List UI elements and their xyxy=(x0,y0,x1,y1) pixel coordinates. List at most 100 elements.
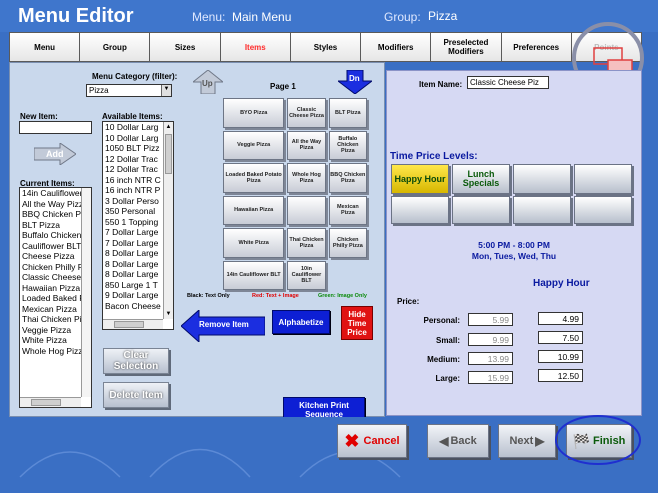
available-item[interactable]: 350 Personal xyxy=(105,206,156,216)
item-tile[interactable]: Buffalo Chicken Pizza xyxy=(328,130,367,160)
available-item[interactable]: 7 Dollar Large xyxy=(105,237,159,248)
level-price-medium[interactable]: 10.99 xyxy=(538,350,583,363)
item-tile[interactable]: BLT Pizza xyxy=(328,98,367,128)
scroll-thumb[interactable] xyxy=(31,399,61,406)
item-tile[interactable]: Loaded Baked Potato Pizza xyxy=(223,163,285,193)
chevron-down-icon[interactable]: ▼ xyxy=(161,85,171,96)
item-tile[interactable]: Chicken Philly Pizza xyxy=(328,228,367,258)
back-button[interactable]: ◀ Back xyxy=(427,424,489,458)
level-empty-button[interactable] xyxy=(574,164,632,194)
tab-sizes[interactable]: Sizes xyxy=(149,32,220,62)
current-item[interactable]: Cauliflower BLT xyxy=(22,240,81,251)
current-item[interactable]: 14in Cauliflower B xyxy=(22,188,81,198)
next-button[interactable]: Next ▶ xyxy=(498,424,556,458)
level-empty-button[interactable] xyxy=(513,164,571,194)
level-price-small[interactable]: 7.50 xyxy=(538,331,583,344)
current-item[interactable]: BLT Pizza xyxy=(22,219,60,230)
tab-modifiers[interactable]: Modifiers xyxy=(360,32,431,62)
hide-time-price-button[interactable]: Hide Time Price xyxy=(341,306,373,340)
remove-item-button[interactable]: Remove Item xyxy=(181,310,265,342)
alphabetize-button[interactable]: Alphabetize xyxy=(272,310,330,334)
level-empty-button[interactable] xyxy=(574,196,632,224)
level-price-large[interactable]: 12.50 xyxy=(538,369,583,382)
current-item[interactable]: Chicken Philly Piz xyxy=(22,261,81,272)
available-item[interactable]: 12 Dollar Trac xyxy=(105,164,158,174)
finish-button[interactable]: 🏁 Finish xyxy=(566,424,632,458)
current-item[interactable]: BBQ Chicken Piz xyxy=(22,209,81,219)
page-down-button[interactable]: Dn xyxy=(338,70,372,94)
available-item[interactable]: Bacon Cheese xyxy=(105,300,161,311)
tab-menu[interactable]: Menu xyxy=(9,32,80,62)
available-item[interactable]: 10 Dollar Larg xyxy=(105,132,159,143)
current-item[interactable]: Classic Cheese P xyxy=(22,272,81,282)
item-tile[interactable]: Veggie Pizza xyxy=(223,130,285,160)
available-item[interactable]: 1050 BLT Pizz xyxy=(105,143,160,153)
available-hscrollbar[interactable] xyxy=(103,319,163,329)
available-item[interactable]: 3 Dollar Perso xyxy=(105,195,159,206)
current-item[interactable]: Thai Chicken Piz xyxy=(22,314,81,324)
add-button[interactable]: Add xyxy=(34,143,76,165)
item-tile[interactable]: Hawaiian Pizza xyxy=(223,195,285,225)
scroll-thumb[interactable] xyxy=(114,321,144,328)
level-lunch-specials-button[interactable]: Lunch Specials xyxy=(452,164,510,194)
item-tile[interactable]: All the Way Pizza xyxy=(287,130,326,160)
current-item[interactable]: White Pizza xyxy=(22,335,67,345)
base-price-small[interactable]: 9.99 xyxy=(468,333,513,346)
item-tile[interactable]: 10in Cauliflower BLT xyxy=(287,260,326,290)
available-item[interactable]: 9 Dollar Large xyxy=(105,290,159,300)
item-tile[interactable]: Classic Cheese Pizza xyxy=(287,98,326,128)
available-item[interactable]: 8 Dollar Large xyxy=(105,258,159,269)
level-empty-button[interactable] xyxy=(513,196,571,224)
current-item[interactable]: Mexican Pizza xyxy=(22,303,77,314)
item-tile[interactable]: White Pizza xyxy=(223,228,285,258)
chevron-up-icon[interactable]: ▲ xyxy=(165,124,172,130)
level-empty-button[interactable] xyxy=(391,196,449,224)
tab-preselected-modifiers[interactable]: Preselected Modifiers xyxy=(430,32,501,62)
new-item-input[interactable] xyxy=(19,121,92,134)
current-item[interactable]: Veggie Pizza xyxy=(22,324,72,335)
level-happy-hour-button[interactable]: Happy Hour xyxy=(391,164,449,194)
tab-preferences[interactable]: Preferences xyxy=(500,32,571,62)
current-item[interactable]: Buffalo Chicken P xyxy=(22,230,81,240)
base-price-personal[interactable]: 5.99 xyxy=(468,313,513,326)
item-tile[interactable]: BYO Pizza xyxy=(223,98,285,128)
scroll-thumb[interactable] xyxy=(165,134,172,174)
item-name-input[interactable]: Classic Cheese Piz xyxy=(467,76,549,89)
tab-styles[interactable]: Styles xyxy=(289,32,361,62)
available-item[interactable]: 550 1 Topping xyxy=(105,216,159,227)
available-item[interactable]: 7 Dollar Large xyxy=(105,227,159,237)
page-up-button[interactable]: Up xyxy=(193,70,223,94)
available-scrollbar[interactable]: ▲ ▼ xyxy=(163,122,173,319)
available-item[interactable]: 8 Dollar Large xyxy=(105,248,159,258)
delete-item-button[interactable]: Delete Item xyxy=(103,382,169,408)
current-item[interactable]: Whole Hog Pizze xyxy=(22,345,81,356)
item-tile[interactable]: Whole Hog Pizza xyxy=(287,163,326,193)
chevron-down-icon[interactable]: ▼ xyxy=(165,311,172,317)
current-hscrollbar[interactable] xyxy=(20,397,81,407)
available-item[interactable]: 850 Large 1 T xyxy=(105,279,158,290)
available-item[interactable]: 8 Dollar Large xyxy=(105,269,159,279)
item-tile[interactable]: Thai Chicken Pizza xyxy=(287,228,326,258)
base-price-medium[interactable]: 13.99 xyxy=(468,352,513,365)
level-price-personal[interactable]: 4.99 xyxy=(538,312,583,325)
base-price-large[interactable]: 15.99 xyxy=(468,371,513,384)
current-item[interactable]: Hawaiian Pizza xyxy=(22,282,81,293)
clear-selection-button[interactable]: Clear Selection xyxy=(103,348,169,374)
available-item[interactable]: 16 inch NTR P xyxy=(105,185,161,195)
menu-category-select[interactable]: Pizza ▼ xyxy=(86,84,172,97)
item-tile[interactable] xyxy=(287,195,326,225)
tab-items[interactable]: Items xyxy=(219,32,290,62)
available-item[interactable]: 12 Dollar Trac xyxy=(105,153,158,164)
item-tile[interactable]: 14in Cauliflower BLT xyxy=(223,260,285,290)
current-item[interactable]: All the Way Pizza xyxy=(22,198,81,209)
current-item[interactable]: Cheese Pizza xyxy=(22,251,75,261)
item-tile[interactable]: BBQ Chicken Pizza xyxy=(328,163,367,193)
available-item[interactable]: 16 inch NTR C xyxy=(105,174,161,185)
item-tile[interactable]: Mexican Pizza xyxy=(328,195,367,225)
current-item[interactable]: Loaded Baked P xyxy=(22,293,81,303)
level-empty-button[interactable] xyxy=(452,196,510,224)
tab-group[interactable]: Group xyxy=(79,32,150,62)
cancel-button[interactable]: ✖ Cancel xyxy=(337,424,407,458)
